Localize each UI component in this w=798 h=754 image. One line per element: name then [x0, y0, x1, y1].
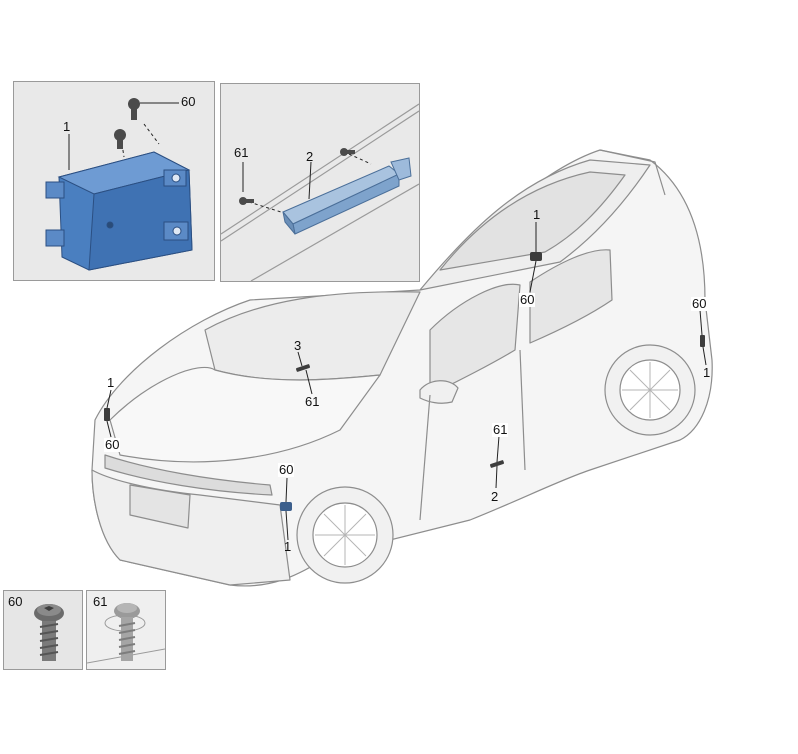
callout-front-bumper-screw: 60 — [278, 462, 295, 477]
callout-front-bumper-part: 1 — [284, 539, 292, 554]
antenna-illustration — [221, 103, 419, 281]
callout-windshield-screw: 61 — [305, 394, 320, 409]
callout-windshield-part: 3 — [294, 338, 302, 353]
callout-screw-60: 60 — [181, 94, 196, 109]
antenna-detail-panel: 61 2 — [220, 83, 420, 282]
callout-roof-screw: 60 — [519, 292, 536, 307]
callout-door-part: 2 — [491, 489, 499, 504]
callout-rear-part: 1 — [703, 365, 711, 380]
screw-61-thumbnail: 61 — [86, 590, 166, 670]
screw-60-thumbnail: 60 — [3, 590, 83, 670]
callout-part-2: 2 — [306, 149, 314, 164]
screw-60-icon — [34, 604, 64, 661]
screw-60-label: 60 — [8, 594, 23, 609]
screw-61-icon — [87, 603, 165, 664]
callout-screw-61: 61 — [234, 145, 249, 160]
callout-rear-screw: 60 — [691, 296, 708, 311]
control-module-illustration — [45, 98, 193, 271]
callout-front-left-part: 1 — [107, 375, 115, 390]
module-detail-panel: 1 60 — [13, 81, 215, 281]
callout-front-left-screw: 60 — [104, 437, 121, 452]
callout-door-screw: 61 — [492, 422, 509, 437]
callout-roof-part: 1 — [533, 207, 541, 222]
screw-61-label: 61 — [93, 594, 108, 609]
callout-part-1: 1 — [63, 119, 71, 134]
